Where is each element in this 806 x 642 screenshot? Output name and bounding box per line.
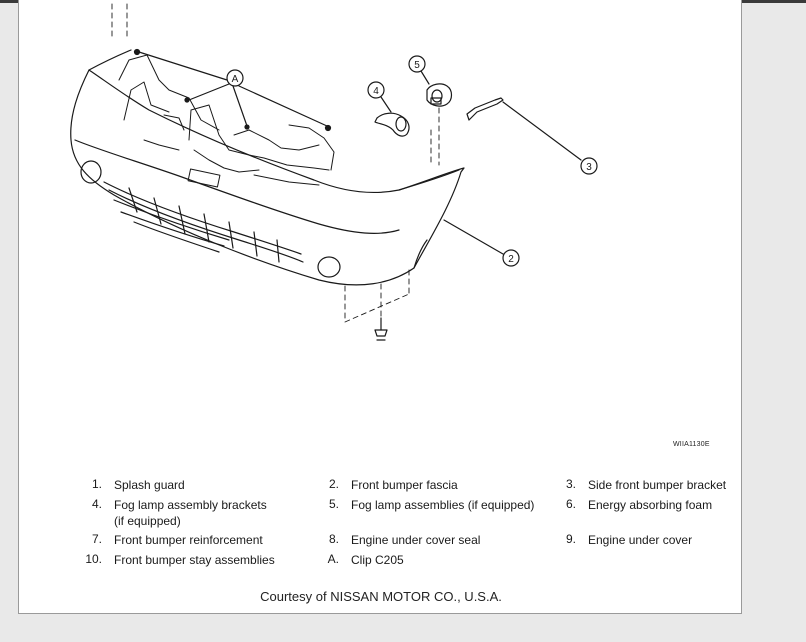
legend-item: 1. Splash guard xyxy=(74,477,294,493)
legend-text: Splash guard xyxy=(114,478,185,492)
legend-text: Front bumper fascia xyxy=(351,478,458,492)
legend-number: 6. xyxy=(565,497,576,511)
legend-item: 2. Front bumper fascia xyxy=(311,477,531,493)
legend-number: 5. xyxy=(328,497,339,511)
legend-text: Engine under cover seal xyxy=(351,533,481,547)
legend-item: A. Clip C205 xyxy=(311,552,531,568)
bottom-alignment-lines xyxy=(344,269,410,323)
side-bumper-bracket-part xyxy=(466,97,598,175)
callout-2 xyxy=(443,219,520,267)
legend-text: Fog lamp assemblies (if equipped) xyxy=(351,498,535,512)
legend-text: Energy absorbing foam xyxy=(588,498,713,512)
top-alignment-lines xyxy=(111,3,128,41)
callout-4-label: 4 xyxy=(373,86,379,97)
legend-text: Front bumper stay assemblies xyxy=(114,553,275,567)
callout-a-label: A xyxy=(232,74,239,85)
legend-number: 4. xyxy=(91,497,102,511)
callout-2-label: 2 xyxy=(508,254,514,265)
legend-item: 3. Side front bumper bracket xyxy=(548,477,748,493)
legend-text: Fog lamp assembly brackets (if equipped) xyxy=(114,498,267,528)
legend-number: 10. xyxy=(85,552,102,566)
legend-number: 3. xyxy=(565,477,576,491)
legend-number: 2. xyxy=(328,477,339,491)
legend-number: 7. xyxy=(91,532,102,546)
legend-number: 9. xyxy=(565,532,576,546)
legend-text: Clip C205 xyxy=(351,553,404,567)
figure-code: WIIA1130E xyxy=(673,441,710,448)
fog-lamp-alignment-lines xyxy=(430,107,440,166)
legend-item: 10. Front bumper stay assemblies xyxy=(74,552,294,568)
legend-text: Side front bumper bracket xyxy=(588,478,727,492)
fog-lamp-assembly-part xyxy=(408,55,453,107)
legend-item: 9. Engine under cover xyxy=(548,532,748,548)
legend-number: A. xyxy=(327,552,339,566)
legend-text: Front bumper reinforcement xyxy=(114,533,263,547)
legend-item: 4. Fog lamp assembly brackets (if equipp… xyxy=(74,497,279,529)
callout-5-label: 5 xyxy=(414,60,420,71)
bumper-inner-brackets xyxy=(118,54,335,188)
legend-text: Engine under cover xyxy=(588,533,693,547)
document-page: A 4 5 xyxy=(18,0,742,614)
callout-a xyxy=(133,48,332,132)
legend-item: 5. Fog lamp assemblies (if equipped) xyxy=(311,497,551,513)
callout-3-label: 3 xyxy=(586,162,592,173)
legend-item: 7. Front bumper reinforcement xyxy=(74,532,294,548)
legend-item: 6. Energy absorbing foam xyxy=(548,497,748,513)
bumper-fascia xyxy=(70,49,465,286)
bumper-exploded-diagram: A 4 5 xyxy=(19,0,743,470)
screw-fastener xyxy=(374,317,388,341)
legend-number: 8. xyxy=(328,532,339,546)
legend-number: 1. xyxy=(91,477,102,491)
legend-item: 8. Engine under cover seal xyxy=(311,532,531,548)
fog-lamp-bracket-part xyxy=(367,81,410,137)
courtesy-credit: Courtesy of NISSAN MOTOR CO., U.S.A. xyxy=(260,589,502,604)
